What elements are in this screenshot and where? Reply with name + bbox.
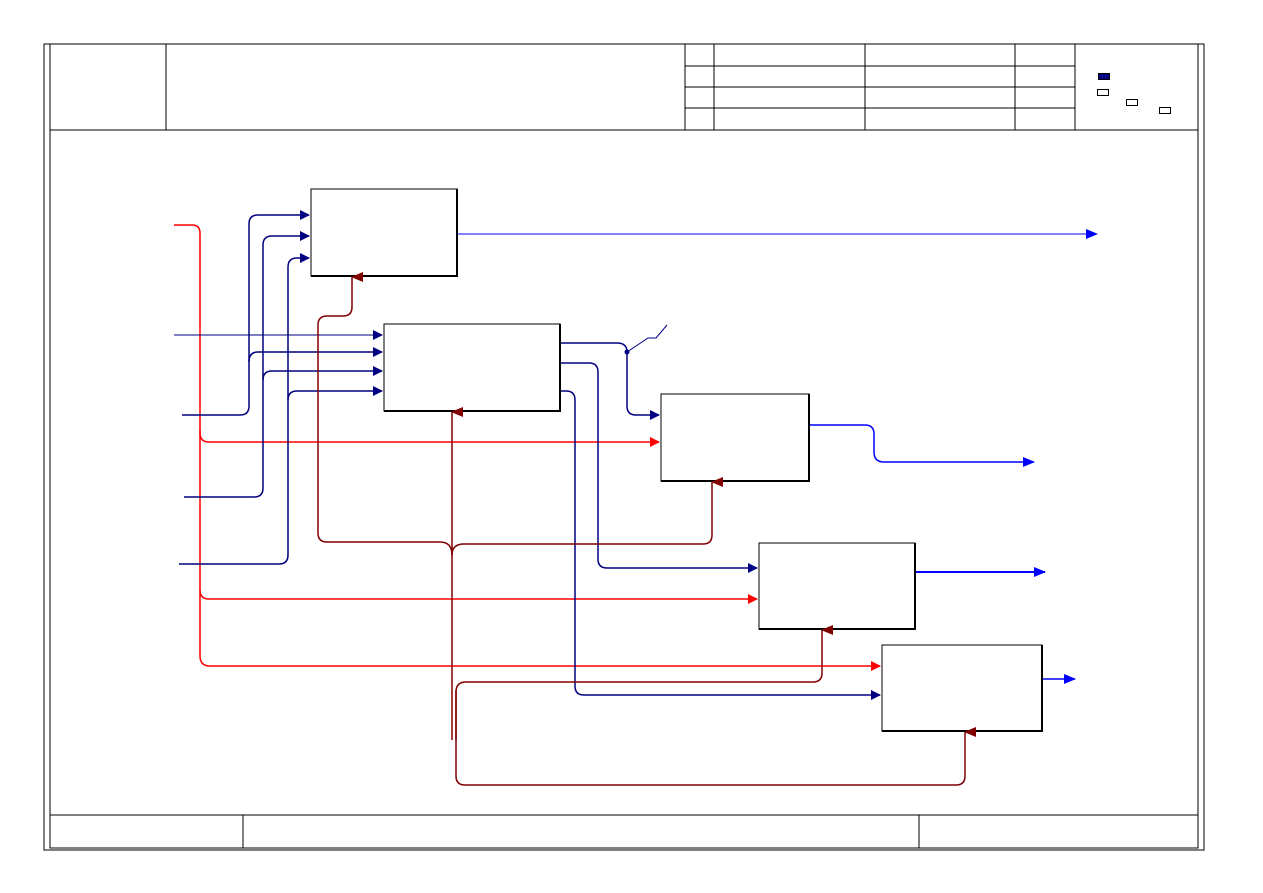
- legend-swatch-filled: [1098, 73, 1110, 80]
- legend-swatch-empty-3: [1159, 107, 1171, 114]
- output-arrows: [458, 229, 1098, 684]
- activity-box-a5[interactable]: [881, 644, 1043, 732]
- squiggle-callout: [626, 324, 668, 353]
- control-arrows: [317, 272, 976, 786]
- input-arrows-red: [174, 224, 881, 671]
- input-arrows-navy: [179, 210, 383, 565]
- legend-swatch-empty-2: [1126, 99, 1138, 106]
- legend-swatch-empty-1: [1097, 89, 1109, 96]
- activity-box-a1[interactable]: [310, 188, 458, 277]
- activity-box-a2[interactable]: [383, 323, 561, 412]
- internal-flows: [561, 342, 881, 700]
- diagram-frame: [43, 43, 1205, 851]
- activity-box-a4[interactable]: [758, 542, 916, 630]
- activity-box-a3[interactable]: [660, 393, 810, 482]
